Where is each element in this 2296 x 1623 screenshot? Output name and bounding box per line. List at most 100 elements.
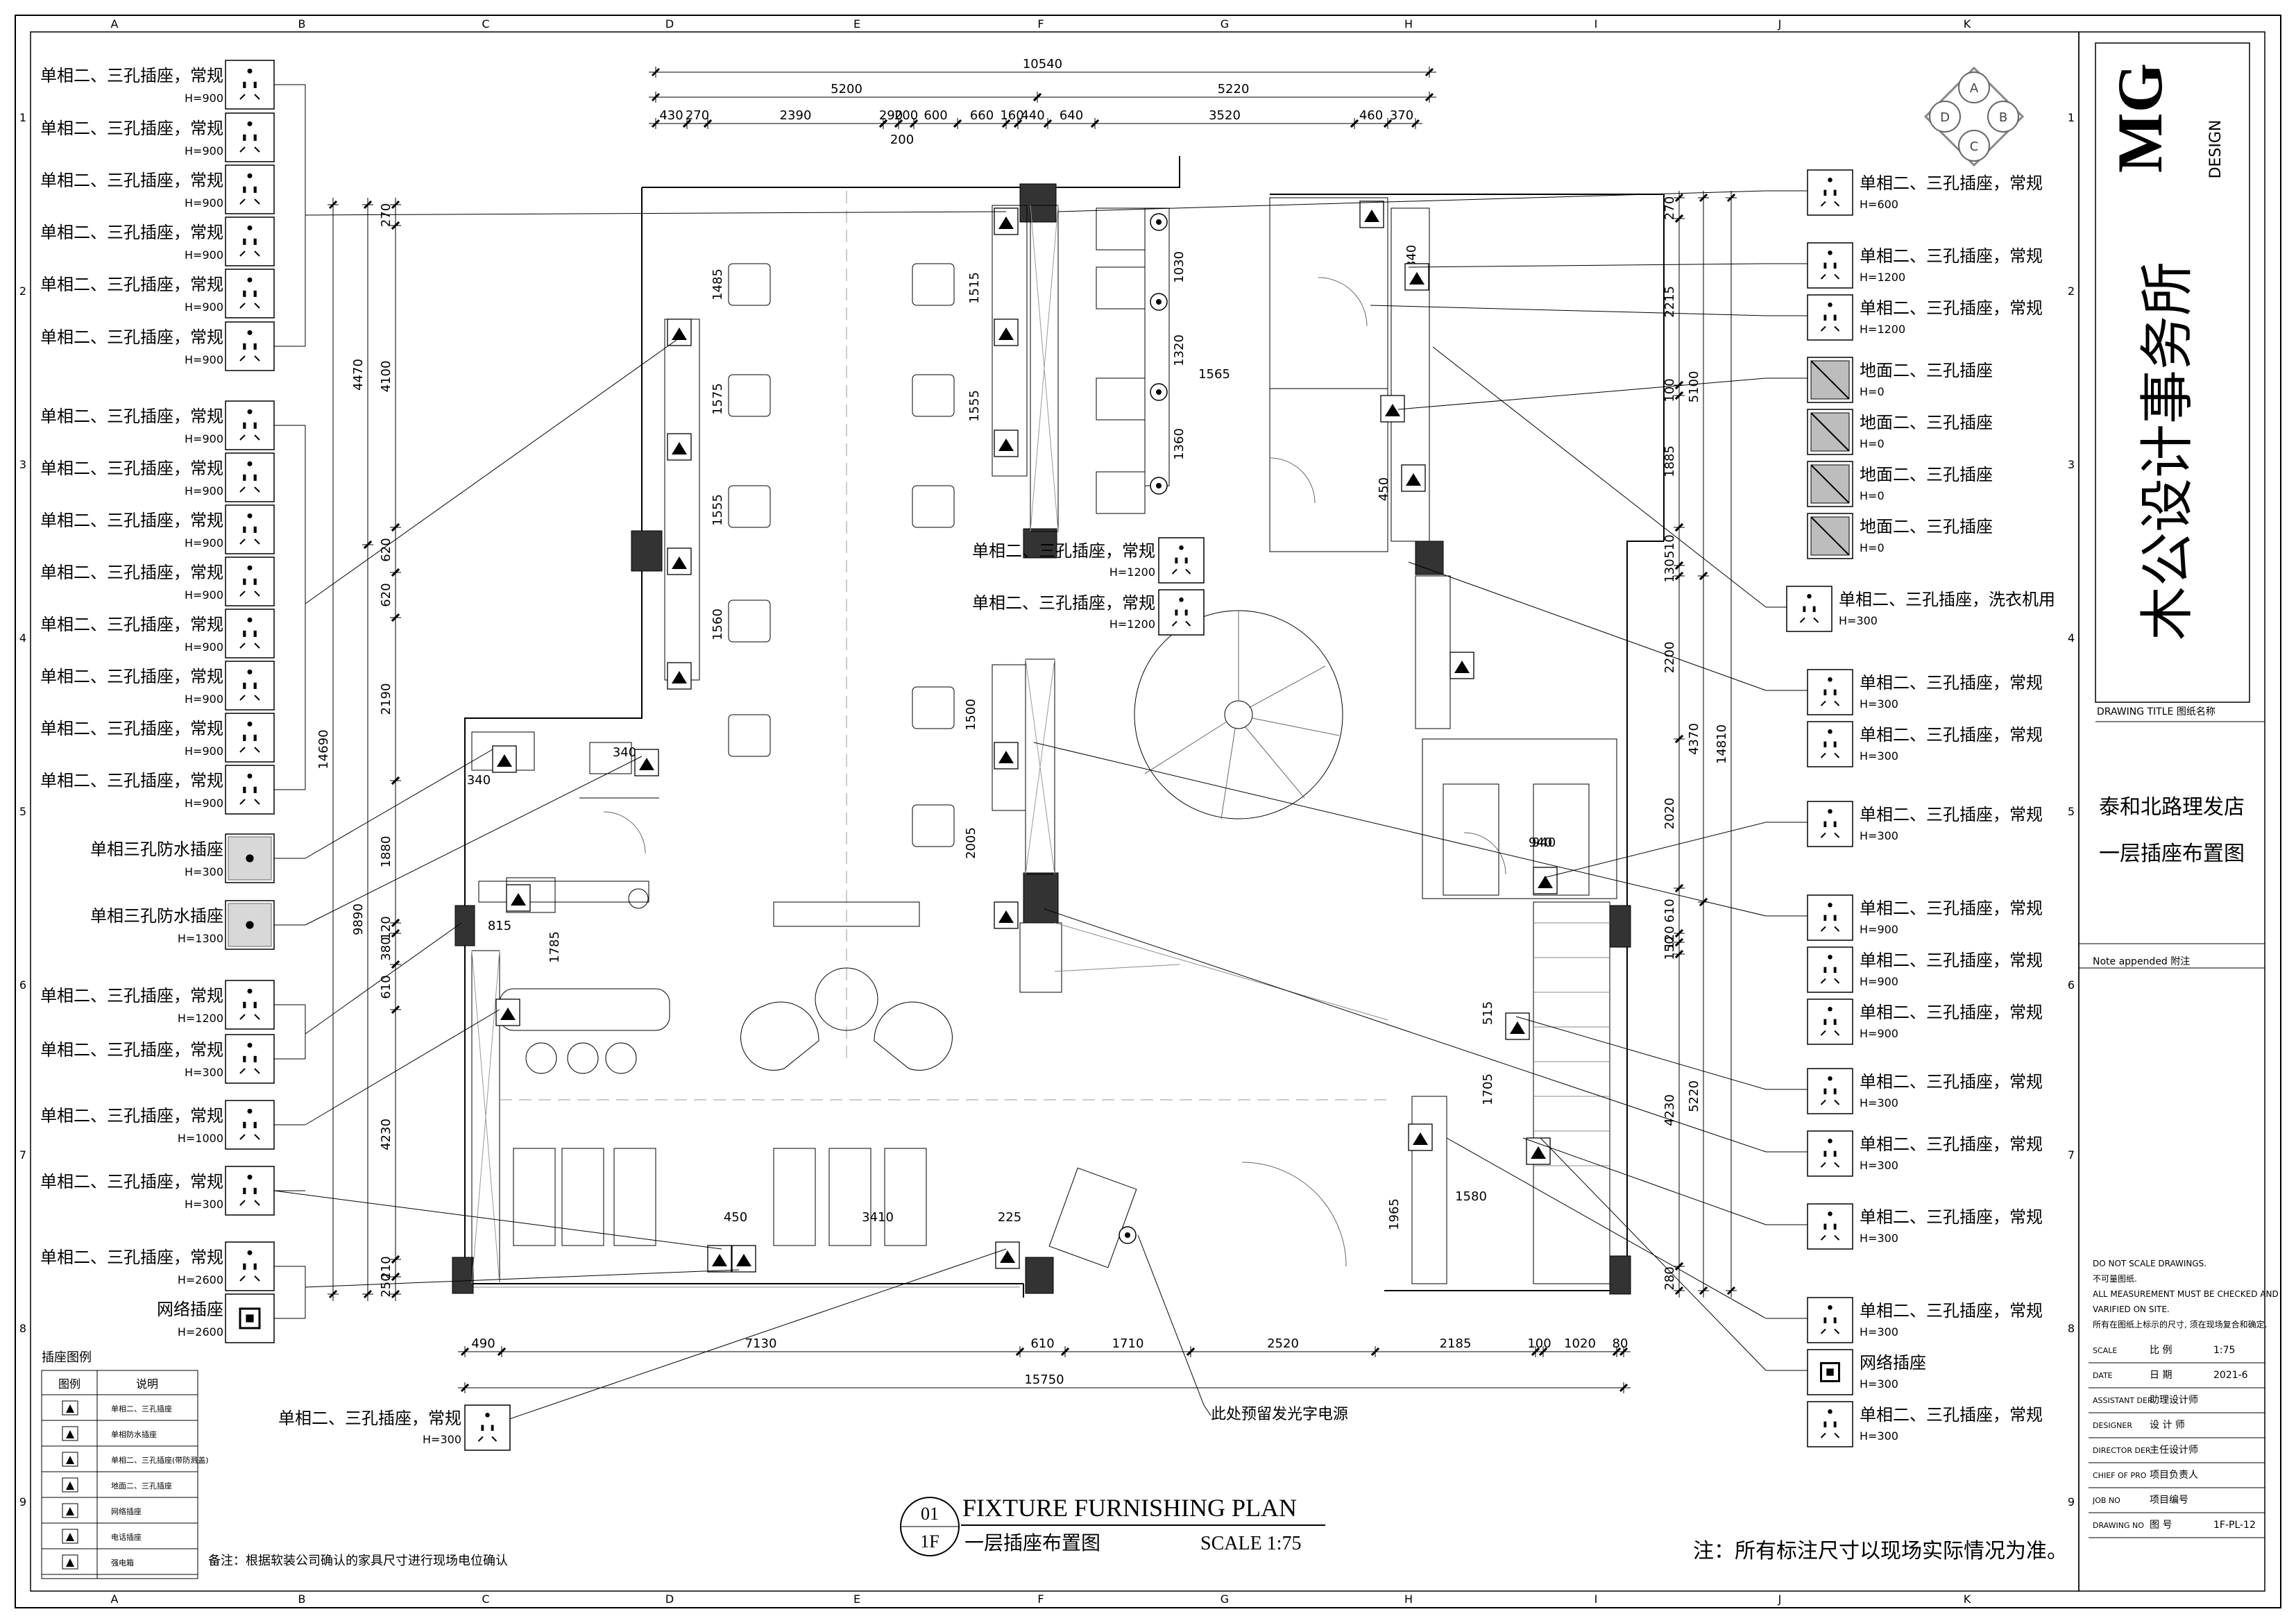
dimension-label: 2200: [1663, 642, 1677, 674]
legend-symbol: [62, 1529, 78, 1544]
socket-icon: [225, 713, 275, 763]
callout-label: 单相二、三孔插座，常规: [40, 459, 223, 478]
tb-row-label-en: DATE: [2093, 1371, 2113, 1380]
disclaimer-line: ALL MEASUREMENT MUST BE CHECKED AND: [2093, 1289, 2279, 1299]
plan-socket: [495, 999, 520, 1026]
dimension-label: 1565: [1198, 367, 1230, 382]
callout-label: 单相二、三孔插座，常规: [40, 1040, 223, 1060]
callout-height: H=0: [1860, 437, 1885, 450]
tb-row-value: 1F-PL-12: [2213, 1520, 2256, 1531]
callout-height: H=300: [423, 1433, 461, 1446]
title-block: MG DESIGN 木公设计事务所 DRAWING TITLE 图纸名称 泰和北…: [2079, 42, 2279, 1538]
callout-height: H=300: [1860, 829, 1898, 842]
callout-label: 单相二、三孔插座，常规: [1860, 1207, 2043, 1227]
grid-col-label: G: [1221, 17, 1229, 31]
legend-item-label: 单相二、三孔插座(带防溅盖): [111, 1455, 209, 1465]
socket-icon: [225, 504, 275, 554]
callout-height: H=300: [1860, 1325, 1898, 1339]
callout-label: 地面二、三孔插座: [1860, 465, 1993, 484]
callout-label: 单相二、三孔插座，常规: [40, 407, 223, 426]
callout-label: 单相二、三孔插座，常规: [1860, 673, 2043, 692]
callout-height: H=900: [185, 92, 223, 105]
grid-row-label: 5: [19, 805, 26, 818]
callout-right: 单相二、三孔插座，常规H=600: [1807, 169, 2043, 216]
callout-label: 地面二、三孔插座: [1860, 517, 1993, 536]
grid-col-label: E: [853, 17, 860, 31]
grid-row-label: 1: [2068, 111, 2075, 124]
disclaimer-line: DO NOT SCALE DRAWINGS.: [2093, 1259, 2206, 1268]
dimension-label: 7130: [745, 1336, 777, 1351]
dimension-label: 1020: [1564, 1336, 1596, 1351]
callout-center: 单相二、三孔插座，常规H=1200: [972, 537, 1205, 584]
callout-label: 单相二、三孔插座，常规: [40, 986, 223, 1005]
callout-label: 地面二、三孔插座: [1860, 413, 1993, 432]
dimension-label: 450: [1377, 477, 1391, 501]
callout-right: 单相二、三孔插座，常规H=1200: [1807, 294, 2043, 341]
leader-lines: [273, 84, 1808, 1427]
dimension-label: 1360: [1172, 428, 1187, 460]
callout-label: 单相三孔防水插座: [90, 840, 223, 859]
callout-label: 单相二、三孔插座，常规: [278, 1409, 461, 1428]
callout-left: 单相二、三孔插座，常规H=900: [40, 400, 275, 450]
grid-row-label: 8: [2068, 1322, 2075, 1335]
tb-row-label-en: DESIGNER: [2093, 1421, 2132, 1430]
dimension-label: 340: [467, 773, 491, 788]
callout-label: 单相二、三孔插座，常规: [40, 171, 223, 190]
socket-icon: [1158, 537, 1205, 584]
callout-height: H=900: [185, 588, 223, 602]
dimension-label: 120: [379, 916, 393, 940]
callout-label: 单相二、三孔插座，常规: [1860, 805, 2043, 824]
callout-right: 单相二、三孔插座，常规H=1200: [1807, 242, 2043, 289]
socket-icon: [1807, 946, 1853, 993]
dimension-label: 4470: [351, 359, 366, 391]
dimension-label: 9890: [351, 903, 366, 935]
callout-right: 单相二、三孔插座，常规H=300: [1807, 721, 2043, 767]
socket-icon: [225, 269, 275, 318]
callout-height: H=0: [1860, 489, 1885, 502]
legend-item-label: 强电箱: [111, 1558, 134, 1567]
plan-title-en: FIXTURE FURNISHING PLAN: [962, 1494, 1297, 1522]
dimension-label: 160: [1000, 108, 1023, 123]
callout-right: 单相二、三孔插座，常规H=900: [1807, 894, 2043, 941]
dimension-label: 200: [890, 133, 914, 147]
callout-label: 地面二、三孔插座: [1860, 361, 1993, 380]
dimension-label: 490: [471, 1336, 495, 1351]
grid-row-label: 3: [2068, 458, 2075, 471]
dimension-label: 150: [1663, 936, 1677, 960]
callout-label: 单相二、三孔插座，常规: [972, 541, 1155, 561]
callout-label: 单相二、三孔插座，常规: [1860, 1301, 2043, 1320]
callout-height: H=300: [1860, 1377, 1898, 1391]
dimension-label: 120: [1663, 926, 1677, 949]
logo-letter-a: A: [1970, 81, 1979, 96]
socket-icon: [225, 661, 275, 711]
callout-left: 单相二、三孔插座，常规H=900: [40, 60, 275, 110]
grid-col-label: B: [298, 17, 306, 31]
disclaimer-line: VARIFIED ON SITE.: [2093, 1305, 2170, 1314]
legend-item-label: 单相防水插座: [111, 1429, 157, 1439]
remark: 备注：根据软装公司确认的家具尺寸进行现场电位确认: [208, 1554, 508, 1568]
callout-label: 单相二、三孔插座，常规: [40, 771, 223, 790]
callout-label: 单相三孔防水插座: [90, 906, 223, 926]
dimension-label: 430: [659, 108, 683, 123]
callout-label: 单相二、三孔插座，常规: [40, 328, 223, 347]
dimension-label: 5100: [1687, 371, 1701, 403]
callout-height: H=300: [1860, 1159, 1898, 1172]
callout-right: 单相二、三孔插座，常规H=900: [1807, 999, 2043, 1045]
disclaimer: DO NOT SCALE DRAWINGS.不可量图纸.ALL MEASUREM…: [2093, 1259, 2279, 1329]
grid-row-label: 9: [2068, 1495, 2075, 1509]
callout-height: H=900: [185, 536, 223, 550]
grid-row-label: 3: [19, 458, 26, 471]
callout-height: H=900: [185, 144, 223, 158]
callout-left: 单相二、三孔插座，常规H=900: [40, 164, 275, 214]
callout-height: H=900: [1860, 975, 1898, 988]
callout-right: 地面二、三孔插座 H=0: [1807, 409, 1993, 455]
callout-label: 单相二、三孔插座，常规: [1860, 1003, 2043, 1022]
socket-icon: [225, 1034, 275, 1084]
brand-sub: DESIGN: [2207, 120, 2225, 179]
grid-col-label: E: [853, 1592, 860, 1606]
tb-row-label-cn: 项目编号: [2150, 1495, 2188, 1506]
